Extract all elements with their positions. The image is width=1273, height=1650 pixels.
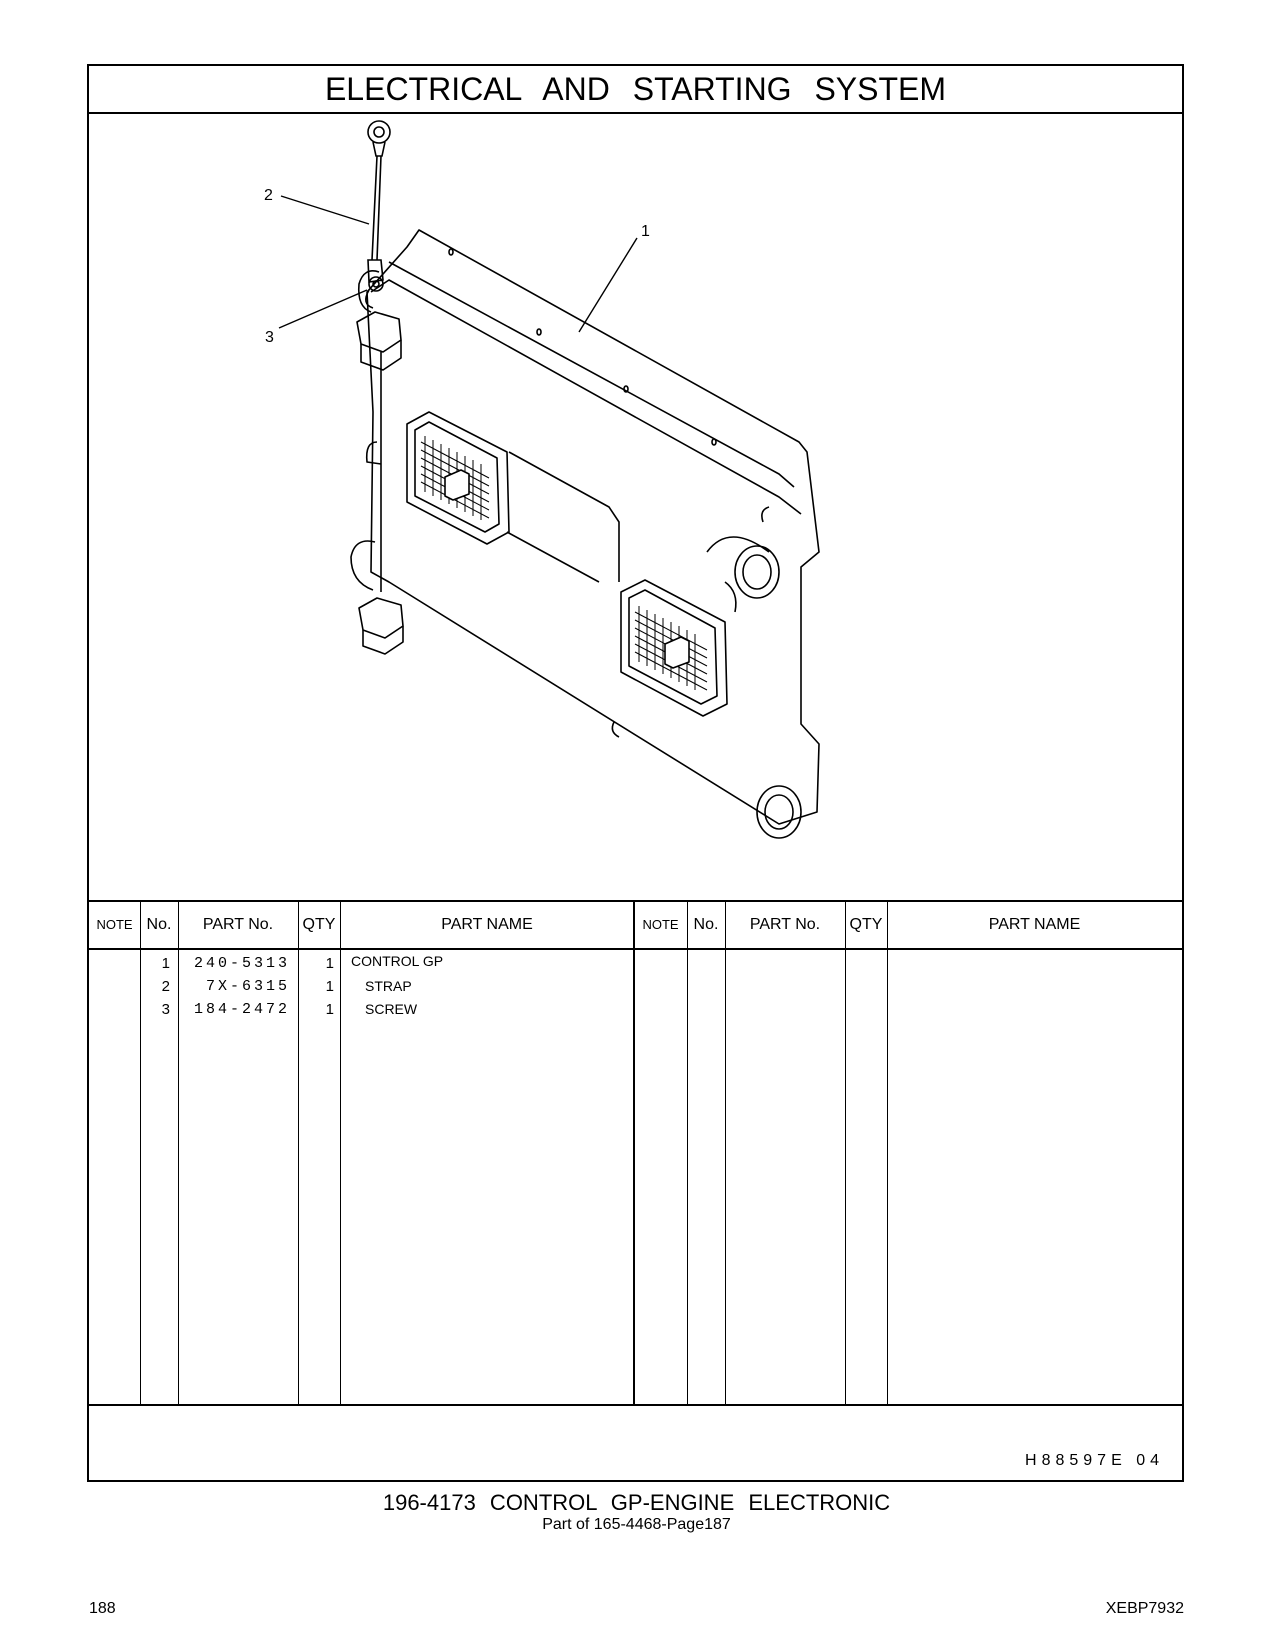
leader-line-1 xyxy=(578,237,638,333)
table-header: NOTE No. PART No. QTY PART NAME NOTE No.… xyxy=(89,902,1182,950)
document-id: XEBP7932 xyxy=(1105,1600,1184,1617)
callout-2: 2 xyxy=(264,187,273,204)
col-part-name-2: PART NAME xyxy=(988,916,1081,933)
col-no-2: No. xyxy=(693,916,719,933)
col-qty: QTY xyxy=(302,916,336,933)
col-note: NOTE xyxy=(96,917,133,932)
row-part-no: 184-2472 xyxy=(193,1001,290,1018)
col-part-name: PART NAME xyxy=(441,916,533,933)
row-part-name: CONTROL GP xyxy=(351,953,444,969)
assembly-caption: 196-4173 CONTROL GP-ENGINE ELECTRONIC xyxy=(382,1490,891,1515)
col-no: No. xyxy=(146,916,172,933)
col-note-2: NOTE xyxy=(642,917,679,932)
row-qty: 1 xyxy=(325,955,334,972)
callout-1: 1 xyxy=(641,223,650,240)
row-part-no: 240-5313 xyxy=(193,955,290,972)
callout-3: 3 xyxy=(265,329,274,346)
row-qty: 1 xyxy=(325,978,334,995)
row-no: 2 xyxy=(161,978,170,995)
row-part-no: 7X-6315 xyxy=(205,978,290,995)
leader-line-2 xyxy=(280,195,370,225)
assembly-reference: Part of 165-4468-Page187 xyxy=(542,1516,731,1533)
parts-illustration: 1 2 3 xyxy=(89,112,1182,900)
illustration-code: H88597E 04 xyxy=(1025,1452,1164,1469)
row-part-name: SCREW xyxy=(365,1001,418,1017)
row-part-name: STRAP xyxy=(365,978,412,994)
col-part-no-2: PART No. xyxy=(749,916,821,933)
row-qty: 1 xyxy=(325,1001,334,1018)
col-qty-2: QTY xyxy=(849,916,883,933)
col-part-no: PART No. xyxy=(202,916,274,933)
page-number: 188 xyxy=(89,1600,116,1617)
parts-table: NOTE No. PART No. QTY PART NAME NOTE No.… xyxy=(89,900,1182,1406)
control-module-drawing: 1 2 3 xyxy=(264,120,820,839)
row-no: 3 xyxy=(161,1001,170,1018)
row-no: 1 xyxy=(161,955,170,972)
leader-line-3 xyxy=(278,289,368,329)
page-title: ELECTRICAL AND STARTING SYSTEM xyxy=(89,66,1182,114)
parts-page-frame: ELECTRICAL AND STARTING SYSTEM xyxy=(87,64,1184,1482)
